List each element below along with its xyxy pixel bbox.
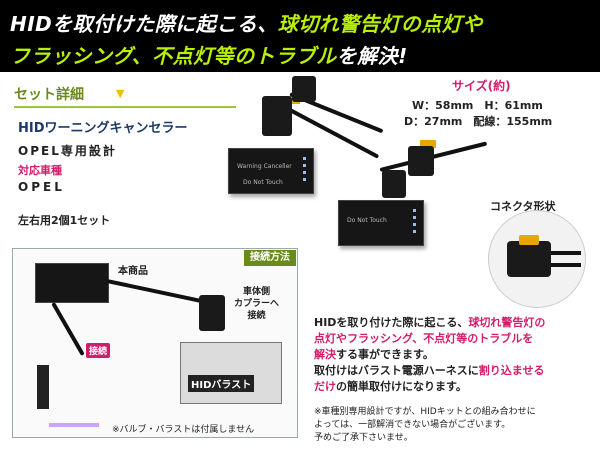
product-name: HIDワーニングキャンセラー — [18, 121, 188, 136]
unit-warning: Do Not Touch — [243, 179, 283, 186]
highlight: だけ — [314, 380, 336, 393]
wiring-diagram-panel — [12, 248, 298, 438]
headline-banner: HIDを取付けた際に起こる、球切れ警告灯の点灯や フラッシング、不点灯等のトラブ… — [0, 0, 600, 72]
unit-label: Warning Canceller — [237, 163, 292, 170]
cable — [551, 251, 581, 255]
design-note: OPEL専用設計 — [18, 144, 117, 158]
connector-body — [507, 241, 551, 277]
set-quantity: 左右用2個1セット — [18, 214, 111, 227]
ballast-box — [180, 342, 282, 404]
canceller-unit — [35, 263, 109, 303]
text: する事ができます。 — [336, 348, 434, 361]
connector-seal — [420, 140, 436, 148]
connector-plug — [262, 96, 292, 136]
canceller-unit: Warning Canceller Do Not Touch — [228, 148, 314, 194]
highlight: 点灯や — [314, 332, 347, 345]
cable — [551, 263, 581, 267]
connector-plug — [382, 170, 406, 198]
size-row-2: D：27mm 配線：155mm — [404, 115, 553, 128]
vehicle-coupler-note: 車体側 カプラーへ 接続 — [234, 286, 279, 322]
headline-line-2: フラッシング、不点灯等のトラブルを解決! — [10, 40, 408, 69]
highlight: フラッシング、不点灯等のトラブルを — [347, 332, 534, 345]
description-line: 解決する事ができます。 — [314, 346, 434, 362]
disclaimer-line: ※車種別専用設計ですが、HIDキットとの組み合わせに — [314, 407, 536, 417]
connect-tag: 接続 — [86, 343, 111, 358]
compatible-vehicles-value: OPEL — [18, 180, 65, 194]
text: の簡単取付けになります。 — [336, 380, 467, 393]
size-row-1: W：58mm H：61mm — [412, 99, 543, 112]
connector-shape-label: コネクタ形状 — [490, 200, 556, 213]
highlight: 解決 — [314, 348, 336, 361]
note-line: 車体側 — [243, 287, 271, 297]
divider — [14, 106, 236, 108]
highlight: 球切れ警告灯の — [468, 316, 546, 329]
headline-line-1: HIDを取付けた際に起こる、球切れ警告灯の点灯や — [10, 8, 483, 37]
headline-highlight: フラッシング、不点灯等のトラブル — [10, 44, 337, 68]
bulb-glass — [49, 423, 99, 427]
text: 取付けはバラスト電源ハーネスに — [314, 364, 479, 377]
bulb-connector — [37, 365, 49, 409]
headline-text: HIDを取付けた際に起こる、 — [10, 12, 278, 36]
description-line: 取付けはバラスト電源ハーネスに割り込ませる — [314, 362, 544, 378]
set-details-heading: セット詳細 — [14, 87, 84, 103]
size-heading: サイズ(約) — [452, 79, 511, 93]
connector-plug — [292, 76, 316, 102]
ballast-label: HIDバラスト — [188, 375, 255, 392]
canceller-unit: Do Not Touch — [338, 200, 424, 246]
indicator-leds — [303, 157, 307, 185]
indicator-leds — [413, 209, 417, 237]
headline-text: を解決! — [336, 44, 408, 68]
connector-closeup — [488, 210, 586, 308]
triangle-down-icon: ▼ — [116, 87, 125, 100]
note-line: カプラーへ — [234, 299, 280, 309]
this-product-label: 本商品 — [118, 266, 148, 277]
cable — [51, 302, 85, 356]
connector-plug — [408, 146, 434, 176]
description-line: HIDを取り付けた際に起こる、球切れ警告灯の — [314, 314, 545, 330]
connection-method-tab: 接続方法 — [244, 250, 296, 266]
connector-seal — [519, 235, 539, 245]
compatible-vehicles-label: 対応車種 — [18, 164, 62, 177]
description-line: だけの簡単取付けになります。 — [314, 378, 467, 394]
disclaimer-line: 予めご了承下さいませ。 — [314, 433, 413, 443]
text: HIDを取り付けた際に起こる、 — [314, 316, 469, 329]
highlight: 割り込ませる — [478, 364, 545, 377]
unit-warning: Do Not Touch — [347, 217, 387, 224]
description-line: 点灯やフラッシング、不点灯等のトラブルを — [314, 330, 533, 346]
not-included-note: ※バルブ・バラストは付属しません — [112, 425, 255, 435]
note-line: 接続 — [247, 311, 266, 321]
connector-plug — [199, 295, 225, 331]
headline-highlight: 球切れ警告灯の点灯や — [277, 12, 483, 36]
disclaimer-line: よっては、一部解消できない場合がございます。 — [314, 420, 511, 430]
